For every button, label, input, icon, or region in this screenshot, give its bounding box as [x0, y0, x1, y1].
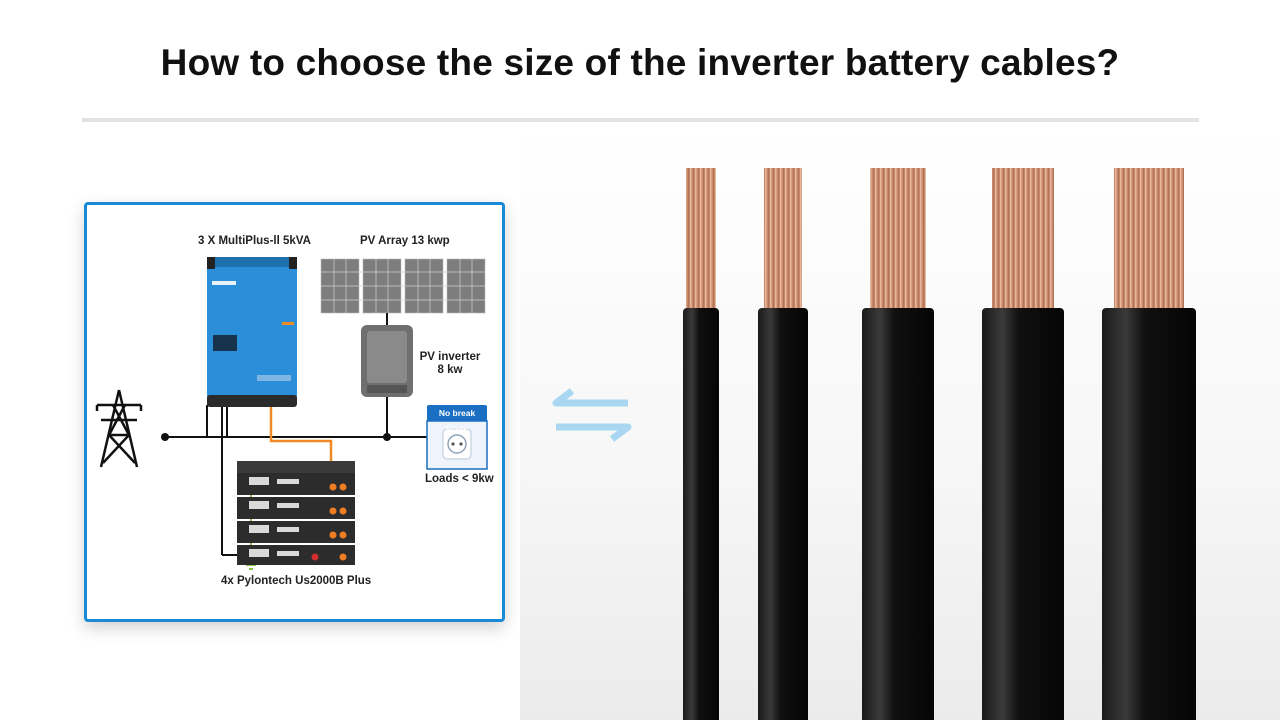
inverter-label: 3 X MultiPlus-ll 5kVA: [198, 235, 311, 247]
pv-inverter-label: PV inverter: [419, 351, 481, 363]
cable-5: [1102, 168, 1196, 720]
power-tower-icon: [95, 389, 143, 468]
battery-label: 4x Pylontech Us2000B Plus: [221, 575, 372, 587]
pv-inverter-unit: [361, 325, 413, 397]
swap-arrows-icon: [552, 388, 632, 442]
title-divider: [82, 118, 1199, 122]
page-title: How to choose the size of the inverter b…: [160, 42, 1120, 83]
system-diagram: 3 X MultiPlus-ll 5kVA PV Array 13 kwp PV…: [84, 202, 505, 622]
no-break-loads-tag: No break loads: [427, 405, 487, 434]
cable-illustration: [683, 168, 1196, 720]
battery-stack: [237, 461, 355, 565]
socket-icon: [426, 420, 488, 470]
diagram-graphics: [95, 257, 488, 570]
inverter-unit: [207, 257, 297, 407]
ac-wiring: [165, 397, 427, 556]
cable-1: [683, 168, 719, 720]
pv-array-label: PV Array 13 kwp: [360, 235, 450, 247]
cable-4: [982, 168, 1064, 720]
loads-label: Loads < 9kw: [425, 473, 494, 485]
pv-inverter-power: 8 kw: [437, 364, 463, 376]
cable-3: [862, 168, 934, 720]
cable-2: [758, 168, 808, 720]
